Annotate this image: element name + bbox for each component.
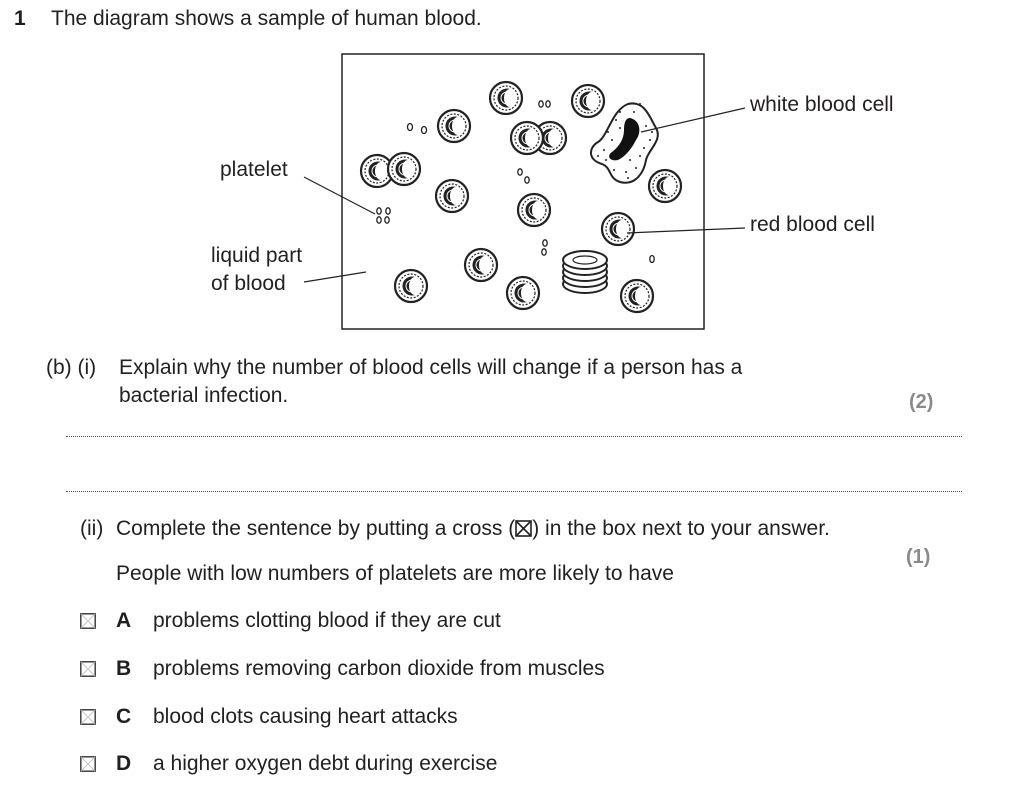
leader-line-liquid (303, 271, 367, 283)
leader-line-platelet (303, 176, 376, 215)
part-b-ii-number: (ii) (80, 517, 104, 540)
red-blood-cell (488, 80, 524, 116)
crossed-box-icon (515, 520, 533, 537)
part-b-i-number: (b) (i) (46, 356, 97, 379)
red-blood-cell (570, 83, 606, 119)
red-blood-cell (647, 168, 683, 204)
checkbox-c[interactable] (80, 709, 96, 725)
label-red-blood-cell: red blood cell (750, 213, 875, 236)
red-blood-cell (509, 120, 545, 156)
question-number: 1 (14, 7, 26, 30)
red-blood-cell (386, 151, 422, 187)
label-liquid-line2: of blood (211, 272, 286, 295)
question-intro: The diagram shows a sample of human bloo… (51, 7, 482, 30)
option-a-text: problems clotting blood if they are cut (153, 609, 501, 632)
option-d-letter: D (116, 752, 132, 775)
option-b-letter: B (116, 657, 132, 680)
red-blood-cell (516, 192, 552, 228)
label-liquid-line1: liquid part (211, 244, 303, 267)
part-b-i-line2: bacterial infection. (119, 384, 289, 407)
red-blood-cell (619, 278, 655, 314)
marks-b-ii: (1) (906, 546, 931, 568)
red-blood-cell (393, 268, 429, 304)
option-c-text: blood clots causing heart attacks (153, 705, 458, 728)
option-b-text: problems removing carbon dioxide from mu… (153, 657, 605, 680)
stacked-red-cells (562, 250, 608, 294)
red-blood-cell (434, 178, 470, 214)
blood-sample-diagram (303, 53, 746, 330)
option-a-letter: A (116, 609, 132, 632)
label-platelet: platelet (220, 158, 288, 181)
option-c-letter: C (116, 705, 132, 728)
answer-line-1[interactable] (66, 436, 962, 437)
answer-line-2[interactable] (66, 491, 962, 492)
red-blood-cell (505, 275, 541, 311)
platelets (376, 100, 655, 264)
leader-line-red (626, 227, 746, 234)
label-white-blood-cell: white blood cell (750, 93, 894, 116)
part-b-i-line1: Explain why the number of blood cells wi… (119, 356, 743, 379)
checkbox-d[interactable] (80, 756, 96, 772)
red-blood-cell (436, 108, 472, 144)
leader-line-white (640, 107, 746, 133)
marks-b-i: (2) (909, 391, 934, 413)
checkbox-b[interactable] (80, 661, 96, 677)
red-blood-cell (463, 247, 499, 283)
red-blood-cell (600, 211, 636, 247)
part-b-ii-stem: People with low numbers of platelets are… (116, 562, 674, 585)
part-b-ii-instruction: Complete the sentence by putting a cross… (116, 517, 830, 540)
option-d-text: a higher oxygen debt during exercise (153, 752, 498, 775)
checkbox-a[interactable] (80, 613, 96, 629)
